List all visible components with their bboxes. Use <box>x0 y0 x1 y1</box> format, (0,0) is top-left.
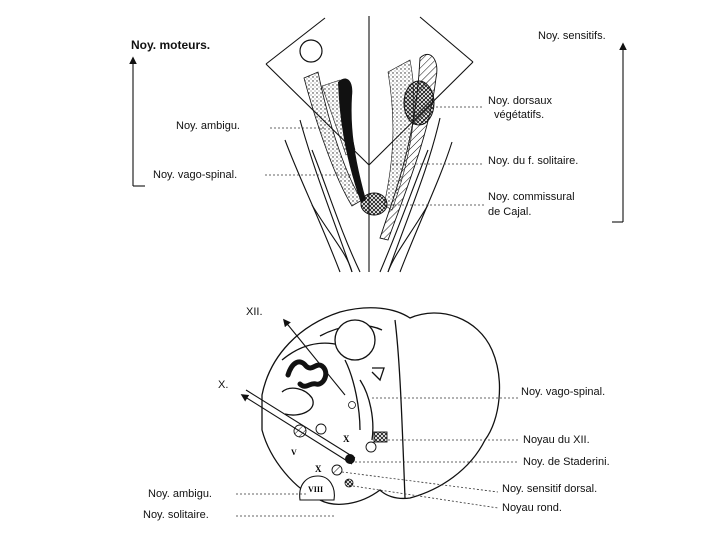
nucleus-small <box>348 401 356 409</box>
label-noyau-xii: Noyau du XII. <box>523 434 590 446</box>
top-circle-marker <box>299 39 323 63</box>
label-ambigu-bottom: Noy. ambigu. <box>148 488 212 500</box>
commissural-nucleus <box>360 192 388 216</box>
olivary-band <box>285 359 329 389</box>
section-circle <box>334 319 376 361</box>
label-sensitif-dorsal: Noy. sensitif dorsal. <box>502 483 598 495</box>
brainstem-dorsal-view <box>265 16 474 273</box>
label-ambigu-top: Noy. ambigu. <box>176 120 240 132</box>
viii-region <box>299 475 335 501</box>
mark-viii: VIII <box>308 485 323 494</box>
label-nerve-x: X. <box>218 379 229 391</box>
label-solitaire-top: Noy. du f. solitaire. <box>488 155 579 167</box>
sensory-header: Noy. sensitifs. <box>538 30 606 42</box>
label-dorsaux-line2: végétatifs. <box>494 109 545 121</box>
label-solitaire-bottom: Noy. solitaire. <box>143 509 209 521</box>
label-vago-spinal-bottom: Noy. vago-spinal. <box>521 386 606 398</box>
nucleus-x-right <box>365 441 377 453</box>
bottom-leader-lines <box>236 397 518 517</box>
nerve-arrows <box>240 318 356 465</box>
nucleus-x-mid <box>315 423 327 435</box>
label-commissural-line1: Noy. commissural <box>488 191 575 203</box>
mark-x-left: X <box>315 464 322 474</box>
noyau-rond-nucleus <box>344 478 354 488</box>
sensitif-dorsal-nucleus <box>331 464 343 476</box>
motor-header: Noy. moteurs. <box>131 38 211 52</box>
label-commissural-line2: de Cajal. <box>488 206 532 218</box>
header-brackets <box>129 42 627 223</box>
mark-v: V <box>291 448 297 457</box>
label-staderini: Noy. de Staderini. <box>523 456 610 468</box>
dorsaux-vegetatifs-nucleus <box>403 80 435 126</box>
label-nerve-xii: XII. <box>246 306 263 318</box>
label-dorsaux-line1: Noy. dorsaux <box>488 95 552 107</box>
top-leader-lines <box>265 106 484 206</box>
vago-spinal-column <box>338 78 366 203</box>
label-noyau-rond: Noyau rond. <box>502 502 562 514</box>
mark-x-right: X <box>343 434 350 444</box>
label-vago-spinal-top: Noy. vago-spinal. <box>153 169 238 181</box>
noyau-xii-nucleus <box>373 431 388 443</box>
sensory-dotted-region <box>383 59 415 211</box>
